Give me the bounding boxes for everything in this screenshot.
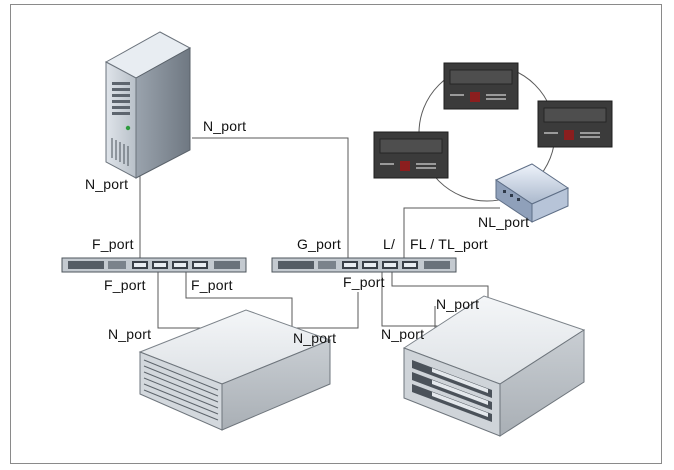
tape-drive-icon bbox=[373, 131, 449, 179]
switch2-fl-tl-port-label: FL / TL_port bbox=[410, 236, 488, 252]
link-switch1-jbod-b bbox=[185, 272, 293, 330]
fc-switch-icon bbox=[61, 257, 247, 273]
hub-nl-port-label: NL_port bbox=[478, 214, 530, 230]
storage-n-port-left-label: N_port bbox=[381, 326, 425, 342]
switch1-f-port-bottom-left-label: F_port bbox=[104, 277, 146, 293]
switch1-f-port-top-label: F_port bbox=[92, 236, 134, 252]
disk-array-icon bbox=[138, 309, 332, 431]
server-tower-icon bbox=[104, 31, 192, 179]
link-switch2-hub bbox=[403, 207, 500, 258]
link-switch2-storage-a bbox=[391, 272, 489, 300]
switch2-g-port-label: G_port bbox=[297, 236, 341, 252]
storage-n-port-top-label: N_port bbox=[436, 296, 480, 312]
switch2-f-port-bottom-label: F_port bbox=[343, 274, 385, 290]
switch1-f-port-bottom-right-label: F_port bbox=[191, 277, 233, 293]
link-server-switch2 bbox=[192, 137, 349, 258]
jbod-n-port-left-label: N_port bbox=[108, 326, 152, 342]
server-top-n-port-label: N_port bbox=[203, 118, 247, 134]
storage-enclosure-icon bbox=[402, 295, 586, 437]
fc-switch-icon bbox=[271, 257, 457, 273]
tape-drive-icon bbox=[537, 100, 613, 148]
tape-drive-icon bbox=[443, 62, 519, 110]
loop-hub-icon bbox=[494, 163, 570, 223]
jbod-n-port-right-label: N_port bbox=[293, 330, 337, 346]
switch2-l-label: L/ bbox=[383, 236, 396, 252]
server-left-n-port-label: N_port bbox=[85, 176, 129, 192]
